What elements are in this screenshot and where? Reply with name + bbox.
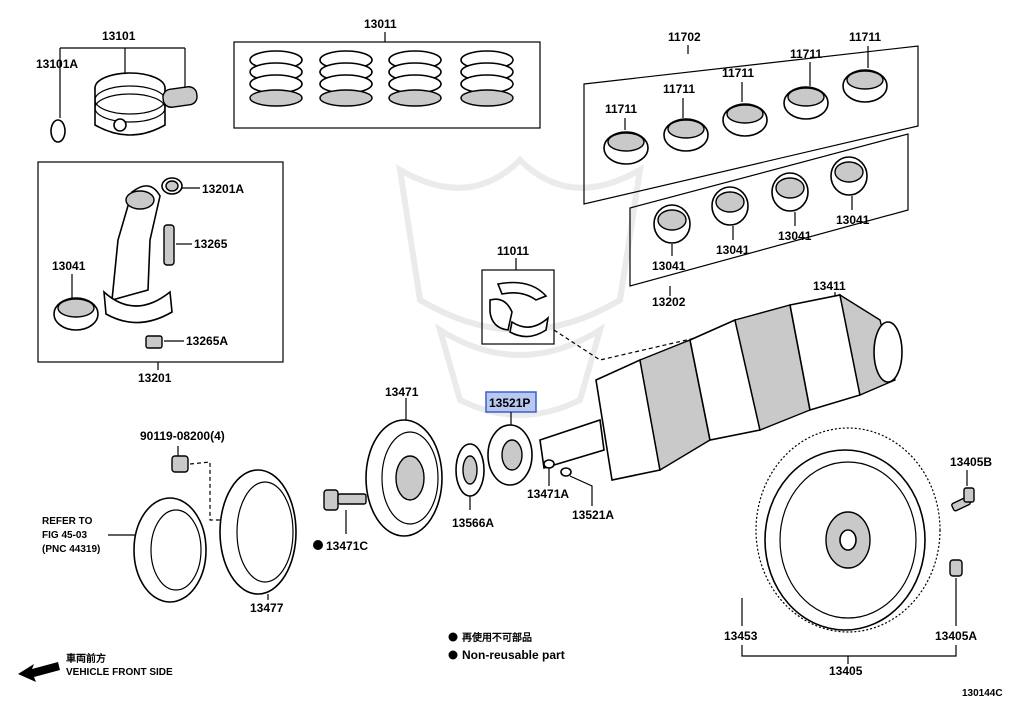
callout-13041-main-1[interactable]: 13041 (652, 259, 686, 273)
callout-13041-main-4[interactable]: 13041 (836, 213, 870, 227)
legend-en: Non-reusable part (462, 648, 565, 662)
callout-13471[interactable]: 13471 (385, 385, 419, 399)
callout-13101A[interactable]: 13101A (36, 57, 78, 71)
flywheel-pin[interactable] (949, 559, 963, 577)
flywheel-bolt[interactable] (951, 487, 975, 512)
callout-13471C[interactable]: 13471C (326, 539, 368, 553)
piston-assembly[interactable] (94, 72, 198, 136)
direction-jp: 車両前方 (66, 652, 106, 665)
callout-13041-rod[interactable]: 13041 (52, 259, 86, 273)
callout-13521P[interactable]: 13521P (489, 396, 530, 410)
callout-13202[interactable]: 13202 (652, 295, 686, 309)
upper-main-bearings[interactable] (603, 69, 888, 165)
callout-13566A[interactable]: 13566A (452, 516, 494, 530)
damper-pulley[interactable] (219, 469, 297, 595)
callout-13265[interactable]: 13265 (194, 237, 228, 251)
legend-dot-jp (448, 632, 458, 642)
connecting-rod[interactable] (103, 185, 173, 324)
rod-bearing[interactable] (53, 297, 99, 331)
callout-13265A[interactable]: 13265A (186, 334, 228, 348)
thrust-washers[interactable] (489, 281, 550, 338)
figure-code: 130144C (962, 688, 1003, 699)
thrust-washer-box (481, 269, 555, 345)
accessory-pulley[interactable] (133, 497, 207, 603)
rod-bolt[interactable] (163, 224, 175, 266)
snap-ring[interactable] (50, 119, 66, 143)
callout-90119[interactable]: 90119-08200(4) (140, 429, 225, 443)
callout-13405A[interactable]: 13405A (935, 629, 977, 643)
piston-ring-set[interactable] (249, 50, 514, 107)
callout-11711-2[interactable]: 11711 (663, 82, 695, 96)
callout-13411[interactable]: 13411 (813, 279, 846, 293)
callout-13405B[interactable]: 13405B (950, 455, 992, 469)
callout-13477[interactable]: 13477 (250, 601, 284, 615)
legend-jp: 再使用不可部品 (462, 631, 532, 644)
connecting-rod-box (37, 161, 284, 363)
callout-13101[interactable]: 13101 (102, 29, 136, 43)
callout-13201[interactable]: 13201 (138, 371, 172, 385)
crankshaft-pulley[interactable] (365, 419, 443, 537)
crankshaft-key-13471A[interactable] (543, 459, 555, 469)
refer-line-3: (PNC 44319) (42, 544, 100, 555)
legend-dot-en (448, 650, 458, 660)
rod-bushing[interactable] (161, 177, 183, 195)
callout-11711-3[interactable]: 11711 (722, 66, 754, 80)
callout-11702[interactable]: 11702 (668, 30, 701, 44)
refer-line-1: REFER TO (42, 516, 93, 527)
lower-main-bearings[interactable] (653, 156, 868, 244)
callout-13405[interactable]: 13405 (829, 664, 863, 678)
front-arrow-icon (18, 662, 60, 682)
callout-13521A[interactable]: 13521A (572, 508, 614, 522)
non-reusable-marker (313, 540, 323, 550)
callout-11711-1[interactable]: 11711 (605, 102, 637, 116)
crankshaft[interactable] (539, 293, 903, 481)
callout-11711-4[interactable]: 11711 (790, 47, 822, 61)
upper-bearing-panel (583, 45, 919, 205)
callout-13011[interactable]: 13011 (364, 17, 397, 31)
callout-13041-main-2[interactable]: 13041 (716, 243, 750, 257)
flywheel[interactable] (755, 427, 941, 633)
callout-13453[interactable]: 13453 (724, 629, 758, 643)
callout-11011[interactable]: 11011 (497, 244, 529, 258)
crankshaft-key-13521A[interactable] (560, 467, 572, 477)
callout-13471A[interactable]: 13471A (527, 487, 569, 501)
direction-en: VEHICLE FRONT SIDE (66, 667, 173, 678)
crankshaft-timing-gear[interactable] (487, 424, 533, 486)
damper-bolt[interactable] (171, 455, 189, 473)
callout-13041-main-3[interactable]: 13041 (778, 229, 812, 243)
rod-nut[interactable] (145, 335, 163, 349)
callout-11711-5[interactable]: 11711 (849, 30, 881, 44)
callout-13201A[interactable]: 13201A (202, 182, 244, 196)
oil-seal[interactable] (455, 443, 485, 497)
piston-ring-box (233, 41, 541, 129)
pulley-bolt[interactable] (323, 489, 367, 511)
refer-line-2: FIG 45-03 (42, 530, 87, 541)
lower-bearing-panel (629, 133, 909, 287)
